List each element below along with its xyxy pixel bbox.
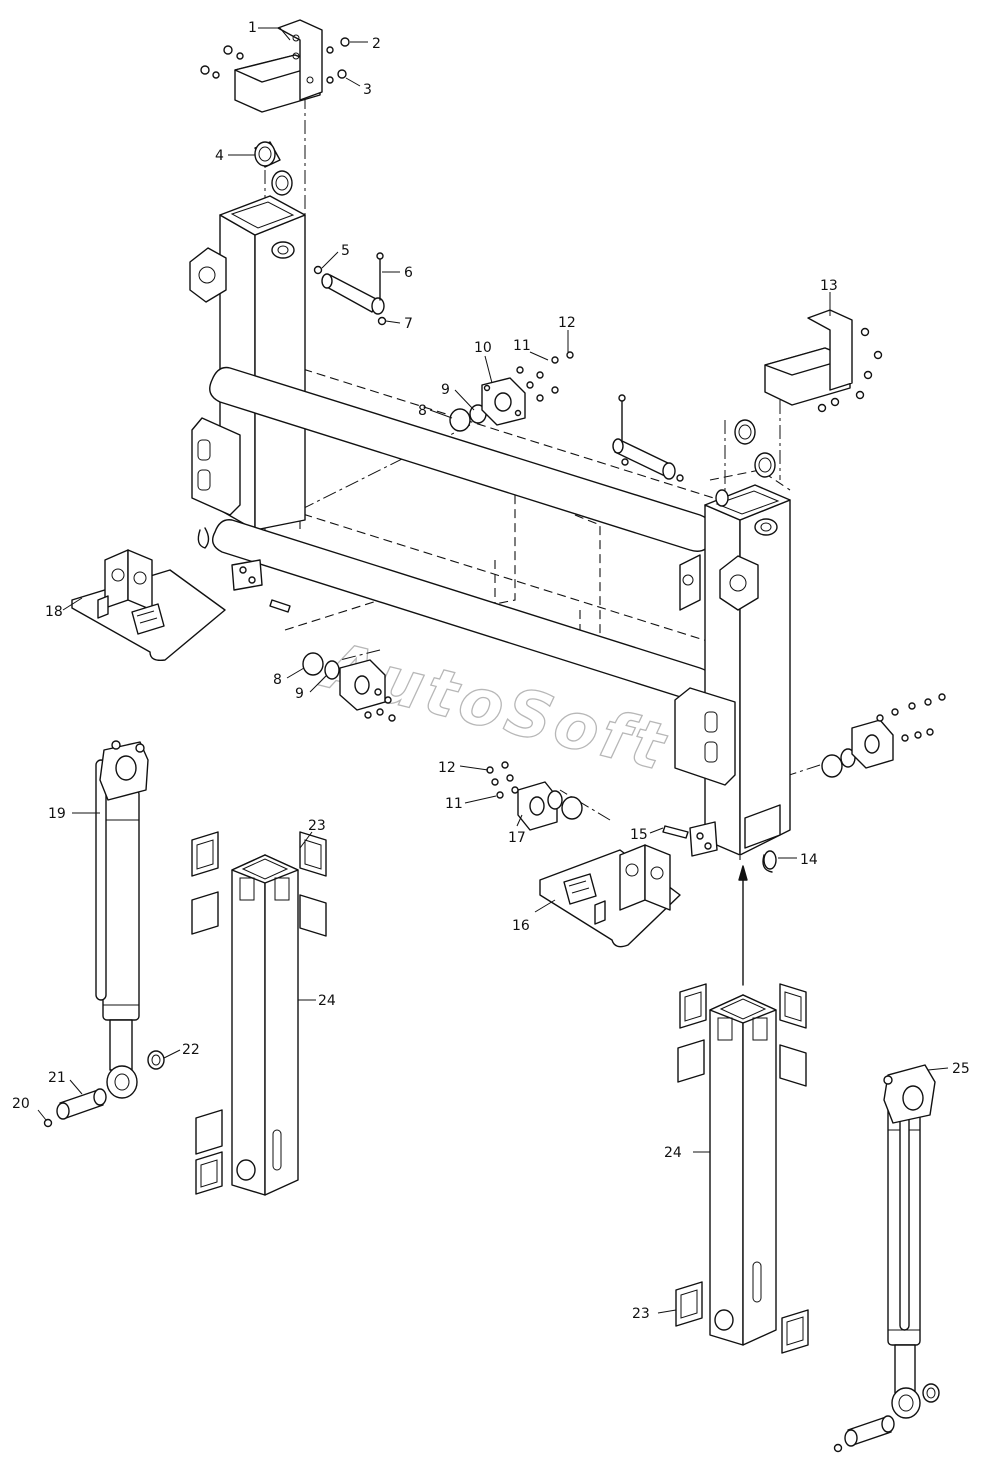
- callout-numbers: 1 2 3 4 5 6 7 8 9 10 11 12 13 14 15 16 1…: [12, 20, 970, 1322]
- right-upright: [674, 484, 791, 856]
- part-24-column-left: [231, 854, 299, 1196]
- callout-24-right: 24: [664, 1145, 682, 1161]
- callout-8-upper: 8: [418, 403, 427, 419]
- right-pin-and-bushings: [612, 394, 776, 507]
- part-1-cover-bracket: [234, 19, 323, 113]
- callout-25: 25: [952, 1061, 970, 1077]
- callout-1: 1: [248, 20, 257, 36]
- part-18-shoe: [71, 549, 226, 662]
- callout-24-left: 24: [318, 993, 336, 1009]
- callout-18: 18: [45, 604, 63, 620]
- part-16-shoe: [539, 844, 681, 948]
- part-4-bushings: [254, 141, 293, 196]
- callout-23-left: 23: [308, 818, 326, 834]
- fasteners-2-3: [200, 37, 350, 84]
- part-13-cover-bracket: [764, 309, 883, 413]
- callout-12-lower: 12: [438, 760, 456, 776]
- callout-22: 22: [182, 1042, 200, 1058]
- callout-11-lower: 11: [445, 796, 463, 812]
- part-20-22-pin-ring: [43, 1050, 165, 1128]
- callout-17: 17: [508, 830, 526, 846]
- part-8-9-lower-flange: [302, 652, 396, 722]
- callout-11-upper: 11: [513, 338, 531, 354]
- assembly-arrow: [738, 865, 748, 986]
- callout-9-lower: 9: [295, 686, 304, 702]
- part-23-pads-right: [675, 983, 809, 1354]
- callout-19: 19: [48, 806, 66, 822]
- left-upright: [189, 195, 306, 531]
- callout-20: 20: [12, 1096, 30, 1112]
- callout-3: 3: [363, 82, 372, 98]
- callout-2: 2: [372, 36, 381, 52]
- part-25-cylinder: [833, 1064, 940, 1453]
- part-8-12-upper-flange: [449, 351, 574, 432]
- callout-23-right: 23: [632, 1306, 650, 1322]
- callout-13: 13: [820, 278, 838, 294]
- callout-5: 5: [341, 243, 350, 259]
- callout-15: 15: [630, 827, 648, 843]
- callout-8-lower: 8: [273, 672, 282, 688]
- leader-lines: [37, 27, 949, 1314]
- callout-16: 16: [512, 918, 530, 934]
- callout-9-upper: 9: [441, 382, 450, 398]
- right-flange-group: [821, 693, 946, 778]
- part-23-pads-left: [191, 831, 327, 1195]
- callout-14: 14: [800, 852, 818, 868]
- callout-21: 21: [48, 1070, 66, 1086]
- part-17-flange: [486, 761, 583, 831]
- part-5-7-pin: [313, 252, 387, 326]
- callout-10: 10: [474, 340, 492, 356]
- part-24-column-right: [709, 994, 777, 1346]
- part-19-cylinder: [95, 740, 149, 1099]
- left-lower-fasteners: [197, 527, 291, 613]
- callout-7: 7: [404, 316, 413, 332]
- callout-4: 4: [215, 148, 224, 164]
- part-14-15-clip-bolt: [662, 821, 777, 873]
- callout-12-upper: 12: [558, 315, 576, 331]
- callout-6: 6: [404, 265, 413, 281]
